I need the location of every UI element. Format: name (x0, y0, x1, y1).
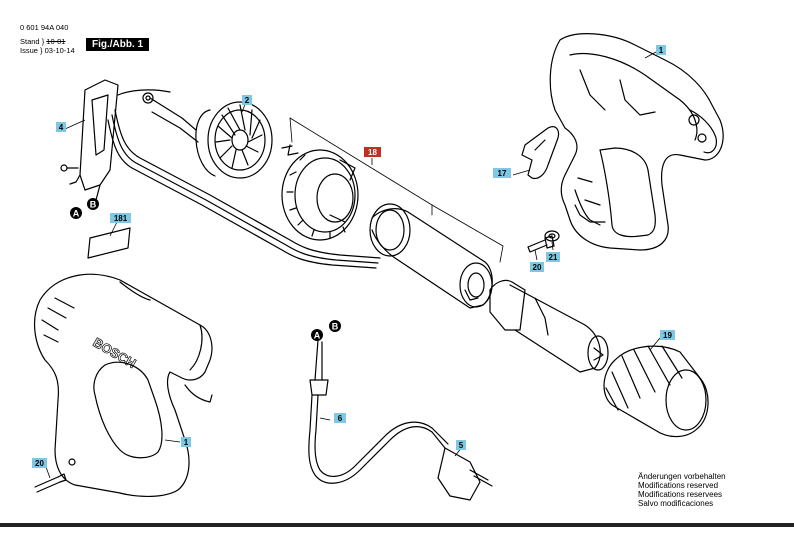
callout-box (656, 45, 666, 55)
callout-box (334, 413, 346, 423)
callout-number: 17 (498, 169, 507, 178)
callouts: 1 2 4 17 18 181 20 21 19 6 5 20 1 (32, 45, 675, 468)
note-es: Salvo modificaciones (638, 499, 714, 508)
rating-label (87, 227, 131, 259)
callout-20: 20 (530, 262, 544, 272)
callout-6: 6 (334, 413, 346, 423)
fan-motor (142, 92, 273, 179)
connector-a-label: A (314, 331, 321, 341)
callout-box (546, 252, 560, 262)
issue-line: Issue } 03-10-14 (20, 46, 75, 55)
stand-label: Stand (20, 37, 40, 46)
callout-box (530, 262, 544, 272)
connector-a-bottom: A (311, 329, 323, 341)
callout-box (56, 122, 66, 132)
callout-2: 2 (242, 95, 252, 105)
callout-number: 20 (35, 459, 44, 468)
connector-b-label: B (90, 200, 97, 210)
callout-bracket-18 (289, 117, 504, 263)
modification-notes: Änderungen vorbehalten Modifications res… (638, 472, 726, 508)
switch-bracket (60, 79, 119, 201)
callout-box (364, 147, 381, 157)
connector-a-top: A (70, 207, 82, 219)
callout-21: 21 (546, 252, 560, 262)
brand-logo: BOSCH (91, 335, 139, 371)
callout-number: 4 (59, 123, 64, 132)
switch-slider (521, 126, 560, 180)
note-fr: Modifications reservees (638, 490, 723, 499)
callout-181: 181 (110, 213, 131, 223)
callout-box (456, 440, 466, 450)
callout-number: 181 (114, 214, 128, 223)
issue-value: 03-10-14 (44, 46, 75, 55)
callout-number: 5 (459, 441, 464, 450)
callout-19: 19 (660, 330, 675, 340)
power-cable (308, 339, 449, 484)
housing-half-left (34, 273, 213, 497)
nozzle-tube (489, 279, 609, 373)
connector-b-label: B (332, 322, 339, 332)
heater-tube (369, 203, 493, 309)
callout-box (181, 437, 191, 447)
connector-b-bottom: B (329, 320, 341, 332)
callout-number: 1 (184, 438, 189, 447)
callout-number: 18 (368, 148, 377, 157)
heating-element-holder (281, 144, 359, 241)
callout-20: 20 (32, 458, 47, 468)
callout-17: 17 (493, 168, 511, 178)
stand-value: 10-01 (46, 37, 66, 46)
callout-number: 19 (663, 331, 672, 340)
callout-18: 18 (364, 147, 381, 157)
wiring (107, 89, 381, 269)
callout-5: 5 (456, 440, 466, 450)
housing-half-right (549, 33, 724, 251)
callout-number: 21 (549, 253, 558, 262)
footer-rule (0, 523, 794, 527)
callout-number: 2 (245, 96, 250, 105)
callout-number: 20 (533, 263, 542, 272)
callout-4: 4 (56, 122, 66, 132)
callout-leaders (45, 51, 661, 479)
callout-1: 1 (181, 437, 191, 447)
screw-and-nut-right (527, 230, 560, 253)
connector-b-top: B (87, 198, 99, 210)
callout-number: 1 (659, 46, 664, 55)
callout-box (32, 458, 47, 468)
figure-label: Fig./Abb. 1 (86, 38, 150, 51)
screw-bottom (34, 473, 67, 493)
note-de: Änderungen vorbehalten (638, 472, 726, 481)
note-en: Modifications reserved (638, 481, 719, 490)
callout-number: 6 (338, 414, 343, 423)
issue-label: Issue (20, 46, 38, 55)
callout-box (660, 330, 675, 340)
callout-1: 1 (656, 45, 666, 55)
connector-a-label: A (73, 209, 80, 219)
callout-box (493, 168, 511, 178)
power-plug (437, 447, 493, 501)
callout-box (242, 95, 252, 105)
stand-line: Stand } 10-01 (20, 37, 66, 46)
callout-box (110, 213, 131, 223)
doc-number: 0 601 94A 040 (20, 23, 69, 32)
nozzle-cap (603, 345, 709, 438)
